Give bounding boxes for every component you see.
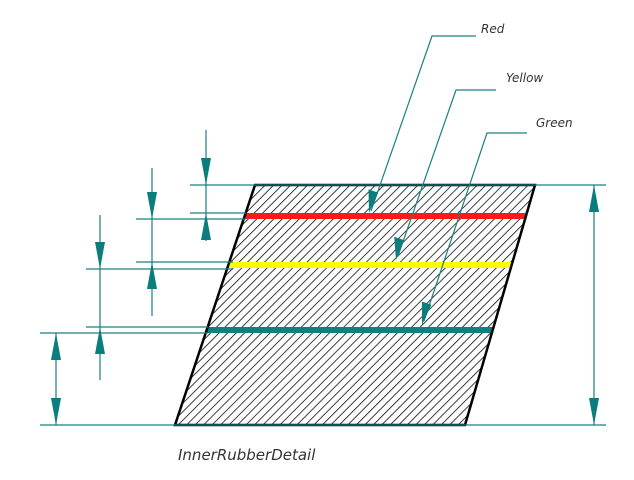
label-green: Green <box>536 116 573 130</box>
leader-lines <box>370 35 527 322</box>
diagram-caption: InnerRubberDetail <box>178 446 316 464</box>
label-yellow: Yellow <box>506 71 543 85</box>
leader-arrowheads <box>368 189 432 325</box>
hatched-section <box>175 185 535 425</box>
extension-lines <box>40 184 606 426</box>
dimension-arrowheads <box>51 158 599 425</box>
label-red: Red <box>481 22 505 36</box>
